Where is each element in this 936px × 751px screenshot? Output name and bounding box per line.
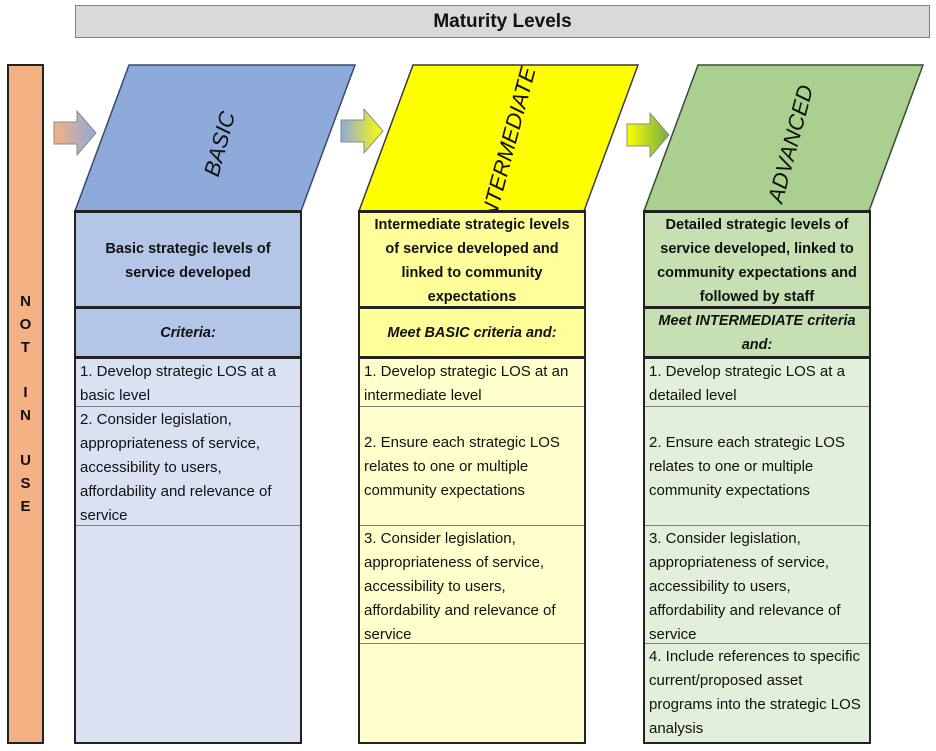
column-header: Intermediate strategic levels of service…	[360, 210, 584, 308]
criteria-heading: Meet INTERMEDIATE criteria and:	[645, 306, 869, 359]
side-letter: I	[23, 384, 28, 401]
maturity-levels-title: Maturity Levels	[75, 5, 930, 38]
side-letter: O	[19, 316, 32, 333]
criteria-item: 4. Include references to specific curren…	[649, 648, 861, 737]
side-letter: S	[20, 475, 31, 492]
criteria-heading: Criteria:	[76, 306, 300, 359]
criteria-heading: Meet BASIC criteria and:	[360, 306, 584, 359]
criteria-item: 2. Consider legislation, appropriateness…	[76, 407, 300, 526]
side-letter: N	[20, 407, 31, 424]
arrow-right-icon	[626, 112, 670, 158]
intermediate-level-banner: INTERMEDIATE	[358, 64, 640, 227]
criteria-item: 1. Develop strategic LOS at a basic leve…	[76, 359, 300, 407]
side-letter: E	[20, 498, 31, 515]
side-letter: T	[20, 339, 31, 356]
criteria-item: 2. Ensure each strategic LOS relates to …	[645, 407, 869, 526]
advanced-column: Detailed strategic levels of service dev…	[643, 210, 871, 744]
basic-level-banner: BASIC	[74, 64, 357, 212]
arrow-right-icon	[340, 108, 384, 154]
criteria-item: 1. Develop strategic LOS at an intermedi…	[360, 359, 584, 407]
criteria-item: 3. Consider legislation, appropriateness…	[360, 526, 584, 644]
not-in-use-bar: N O T I N U S E	[7, 64, 44, 744]
criteria-item: 1. Develop strategic LOS at a detailed l…	[645, 359, 869, 407]
column-header: Detailed strategic levels of service dev…	[645, 210, 869, 308]
intermediate-column: Intermediate strategic levels of service…	[358, 210, 586, 744]
criteria-item: 3. Consider legislation, appropriateness…	[645, 526, 869, 644]
side-letter: U	[20, 452, 31, 469]
arrow-right-icon	[53, 110, 97, 156]
criteria-item: 2. Ensure each strategic LOS relates to …	[360, 407, 584, 526]
side-letter: N	[20, 293, 31, 310]
basic-column: Basic strategic levels of service develo…	[74, 210, 302, 744]
column-header: Basic strategic levels of service develo…	[76, 210, 300, 308]
advanced-level-banner: ADVANCED	[643, 64, 925, 212]
